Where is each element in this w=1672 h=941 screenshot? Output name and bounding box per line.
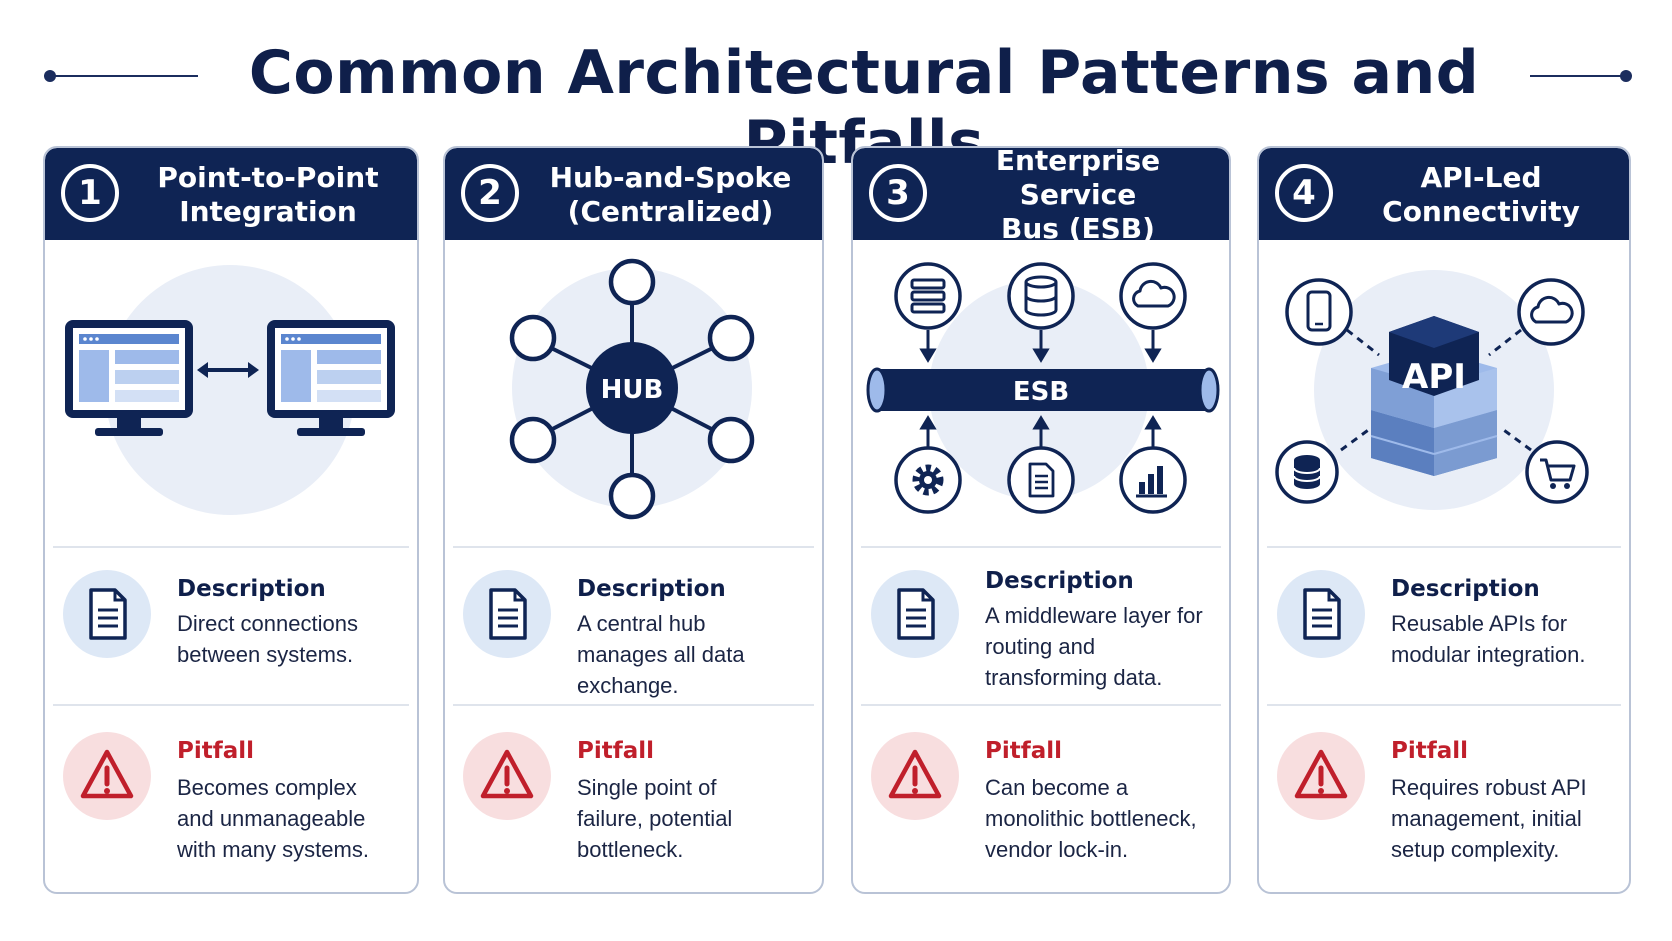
divider — [861, 704, 1221, 706]
api-label: API — [1402, 357, 1466, 397]
pitfall-heading: Pitfall — [577, 738, 655, 764]
description-heading: Description — [177, 576, 326, 602]
card-header: 3 Enterprise Service Bus (ESB) — [853, 146, 1229, 245]
title-left-line — [50, 75, 198, 77]
description-text: A middleware layer for routing and trans… — [985, 603, 1203, 690]
description-text: A central hub manages all data exchange. — [577, 611, 745, 698]
hub-label: HUB — [601, 375, 664, 405]
pitfall-text: Becomes complex and unmanageable with ma… — [177, 775, 369, 862]
description-heading: Description — [985, 568, 1134, 594]
title-right-dot — [1620, 70, 1632, 82]
card-title: Hub-and-Spoke (Centralized) — [549, 161, 792, 228]
warning-icon — [63, 732, 151, 820]
divider — [53, 704, 409, 706]
description-text: Direct connections between systems. — [177, 611, 358, 667]
api-stack — [1370, 316, 1498, 476]
divider — [1267, 546, 1621, 548]
dashed-links — [1340, 328, 1532, 452]
spoke-node — [707, 314, 755, 362]
document-icon — [1277, 570, 1365, 658]
description-heading: Description — [577, 576, 726, 602]
api-led-illustration: API — [1259, 240, 1629, 694]
description-heading: Description — [1391, 576, 1540, 602]
card-api-led-connectivity: 4 API-Led Connectivity — [1257, 146, 1631, 894]
monitor-icon — [267, 320, 395, 436]
cloud-icon — [1119, 262, 1187, 330]
card-number: 4 — [1275, 164, 1333, 222]
double-arrow-icon — [197, 362, 259, 378]
esb-illustration: ESB — [853, 240, 1229, 694]
database-icon — [1007, 262, 1075, 330]
title-row: Common Architectural Patterns and Pitfal… — [0, 28, 1672, 178]
hub-and-spoke-illustration: HUB — [445, 240, 822, 694]
point-to-point-illustration — [45, 240, 417, 694]
up-arrows — [919, 415, 1162, 450]
mobile-phone-icon — [1285, 278, 1353, 346]
divider — [453, 546, 814, 548]
card-point-to-point: 1 Point-to-Point Integration — [43, 146, 419, 894]
spoke-node — [509, 416, 557, 464]
card-header: 1 Point-to-Point Integration — [45, 148, 417, 240]
down-arrows — [919, 330, 1162, 363]
pitfall-text: Requires robust API management, initial … — [1391, 775, 1587, 862]
document-icon — [463, 570, 551, 658]
spoke-node — [509, 314, 557, 362]
title-right-line — [1530, 75, 1624, 77]
card-header: 2 Hub-and-Spoke (Centralized) — [445, 148, 822, 240]
spoke-node — [707, 416, 755, 464]
hub-node — [586, 342, 678, 434]
gear-icon — [894, 446, 962, 514]
esb-bus — [866, 367, 1220, 413]
monitor-icon — [65, 320, 193, 436]
pitfall-heading: Pitfall — [1391, 738, 1469, 764]
card-title: API-Led Connectivity — [1382, 161, 1580, 228]
warning-icon — [871, 732, 959, 820]
warning-icon — [463, 732, 551, 820]
bar-chart-icon — [1119, 446, 1187, 514]
card-title: Enterprise Service Bus (ESB) — [995, 146, 1161, 245]
divider — [53, 546, 409, 548]
cloud-icon — [1517, 278, 1585, 346]
database-icon — [1275, 440, 1339, 504]
card-number: 3 — [869, 164, 927, 222]
server-icon — [894, 262, 962, 330]
divider — [1267, 704, 1621, 706]
pitfall-text: Can become a monolithic bottleneck, vend… — [985, 775, 1197, 862]
divider — [453, 704, 814, 706]
card-number: 1 — [61, 164, 119, 222]
pitfall-heading: Pitfall — [985, 738, 1063, 764]
divider — [861, 546, 1221, 548]
warning-icon — [1277, 732, 1365, 820]
pitfall-heading: Pitfall — [177, 738, 255, 764]
shopping-cart-icon — [1525, 440, 1589, 504]
document-icon — [63, 570, 151, 658]
description-text: Reusable APIs for modular integration. — [1391, 611, 1586, 667]
spoke-node — [608, 258, 656, 306]
card-header: 4 API-Led Connectivity — [1259, 148, 1629, 240]
card-enterprise-service-bus: 3 Enterprise Service Bus (ESB) — [851, 146, 1231, 894]
esb-label: ESB — [1013, 377, 1069, 407]
card-number: 2 — [461, 164, 519, 222]
card-hub-and-spoke: 2 Hub-and-Spoke (Centralized) — [443, 146, 824, 894]
document-icon — [871, 570, 959, 658]
spoke-node — [608, 472, 656, 520]
pitfall-text: Single point of failure, potential bottl… — [577, 775, 733, 862]
document-icon — [1007, 446, 1075, 514]
card-title: Point-to-Point Integration — [157, 161, 379, 228]
